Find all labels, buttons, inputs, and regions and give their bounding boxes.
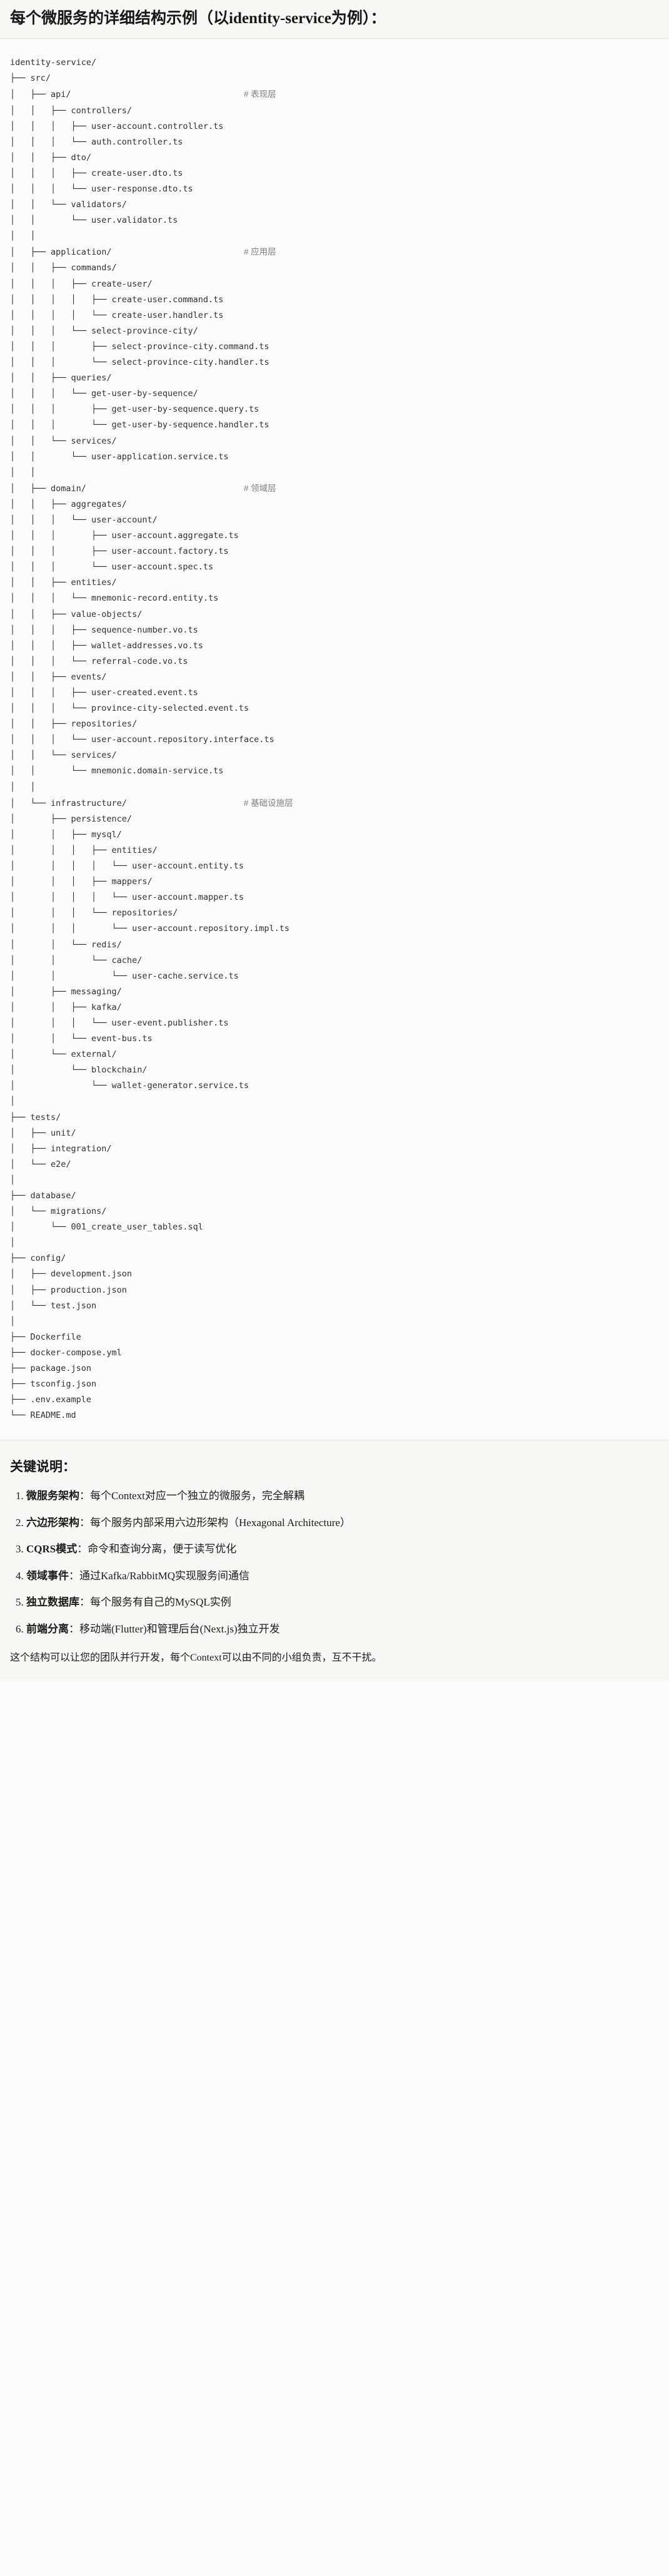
page-title: 每个微服务的详细结构示例（以identity-service为例）： xyxy=(10,10,386,27)
directory-tree: identity-service/ ├── src/ │ ├── api/ # … xyxy=(10,58,293,1421)
tree-layer-comment: # 应用层 xyxy=(243,247,276,257)
key-note-item: 领域事件：通过Kafka/RabbitMQ实现服务间通信 xyxy=(26,1568,659,1584)
key-note-description: 通过Kafka/RabbitMQ实现服务间通信 xyxy=(79,1569,249,1582)
key-note-item: 六边形架构：每个服务内部采用六边形架构（Hexagonal Architectu… xyxy=(26,1515,659,1531)
key-note-separator: ： xyxy=(79,1596,90,1609)
closing-paragraph: 这个结构可以让您的团队并行开发，每个Context可以由不同的小组负责，互不干扰… xyxy=(10,1652,382,1664)
key-note-description: 每个Context对应一个独立的微服务，完全解耦 xyxy=(90,1490,304,1502)
key-note-description: 命令和查询分离，便于读写优化 xyxy=(88,1543,237,1555)
key-notes-list: 微服务架构：每个Context对应一个独立的微服务，完全解耦六边形架构：每个服务… xyxy=(10,1488,659,1637)
key-notes-title: 关键说明： xyxy=(10,1459,76,1475)
tree-layer-comment: # 领域层 xyxy=(243,483,276,493)
key-notes-section: 关键说明： 微服务架构：每个Context对应一个独立的微服务，完全解耦六边形架… xyxy=(0,1440,669,1682)
key-note-term: 微服务架构 xyxy=(26,1490,79,1502)
key-note-term: CQRS模式 xyxy=(26,1543,78,1555)
key-note-term: 独立数据库 xyxy=(26,1596,79,1609)
key-note-term: 领域事件 xyxy=(26,1569,69,1582)
key-note-description: 每个服务内部采用六边形架构（Hexagonal Architecture） xyxy=(90,1516,351,1529)
tree-layer-comment: # 基础设施层 xyxy=(243,798,293,808)
key-note-term: 六边形架构 xyxy=(26,1516,79,1529)
key-note-item: 微服务架构：每个Context对应一个独立的微服务，完全解耦 xyxy=(26,1488,659,1504)
key-note-separator: ： xyxy=(79,1516,90,1529)
key-note-item: 独立数据库：每个服务有自己的MySQL实例 xyxy=(26,1594,659,1611)
tree-layer-comment: # 表现层 xyxy=(243,89,276,99)
directory-tree-block: identity-service/ ├── src/ │ ├── api/ # … xyxy=(0,39,669,1440)
key-note-separator: ： xyxy=(79,1490,90,1502)
key-note-term: 前端分离 xyxy=(26,1622,69,1635)
key-note-separator: ： xyxy=(77,1543,88,1555)
key-note-separator: ： xyxy=(69,1569,79,1582)
key-note-item: 前端分离：移动端(Flutter)和管理后台(Next.js)独立开发 xyxy=(26,1621,659,1637)
document-header: 每个微服务的详细结构示例（以identity-service为例）： xyxy=(0,0,669,39)
key-note-description: 移动端(Flutter)和管理后台(Next.js)独立开发 xyxy=(79,1622,280,1635)
key-note-description: 每个服务有自己的MySQL实例 xyxy=(90,1596,231,1609)
key-note-separator: ： xyxy=(69,1622,79,1635)
key-note-item: CQRS模式：命令和查询分离，便于读写优化 xyxy=(26,1541,659,1557)
